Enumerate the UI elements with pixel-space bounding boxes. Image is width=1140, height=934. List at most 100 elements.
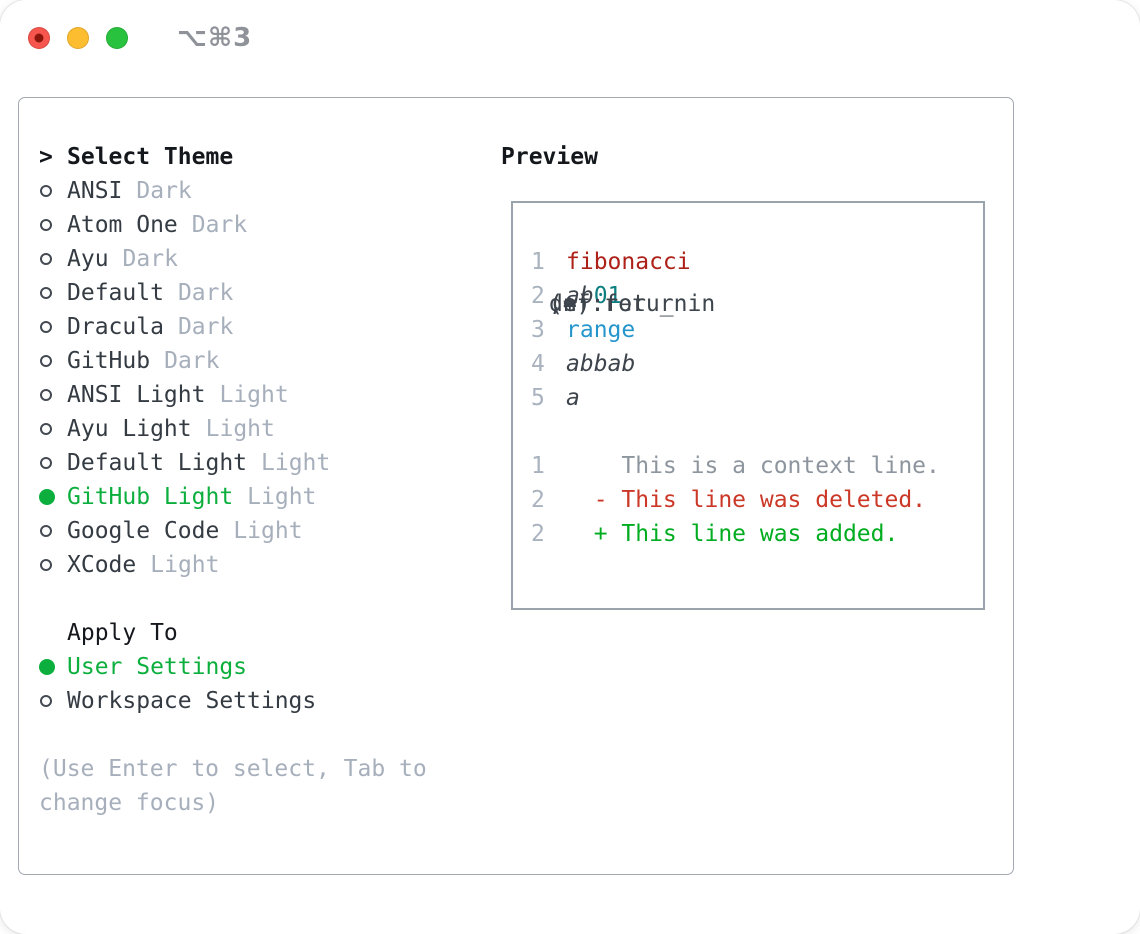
radio-unselected-icon <box>40 423 52 435</box>
apply-to-option-label: Workspace Settings <box>67 688 317 714</box>
line-number: 2 <box>531 487 545 513</box>
code-token-code: (n): <box>549 291 605 317</box>
keyboard-hint: (Use Enter to select, Tab to change focu… <box>39 752 427 820</box>
code-token-var: a <box>566 351 580 377</box>
code-token-code: , <box>549 291 577 317</box>
radio-unselected-icon <box>40 525 52 537</box>
radio-unselected-icon <box>40 559 52 571</box>
code-token-code: = <box>549 291 591 317</box>
radio-unselected-icon <box>40 287 52 299</box>
line-number: 5 <box>531 385 545 411</box>
code-token-code: def <box>549 291 605 317</box>
code-token-var: b <box>579 283 594 309</box>
theme-option[interactable]: ANSI Light Light <box>39 378 427 412</box>
theme-option-variant: Light <box>219 382 289 408</box>
theme-option[interactable]: Ayu Light Light <box>39 412 427 446</box>
theme-option-label: XCode <box>67 552 137 578</box>
apply-to-heading-label: Apply To <box>67 620 178 646</box>
spacer <box>39 718 427 752</box>
spacer <box>39 582 427 616</box>
theme-option-label: Google Code <box>67 518 220 544</box>
theme-option[interactable]: ANSI Dark <box>39 174 427 208</box>
theme-option-variant: Light <box>150 552 220 578</box>
apply-to-option[interactable]: User Settings <box>39 650 427 684</box>
code-token-var: a <box>566 283 580 309</box>
theme-option-label: ANSI Light <box>67 382 206 408</box>
code-line: 5 return a <box>531 291 940 415</box>
select-theme-heading: > Select Theme <box>39 140 427 174</box>
theme-option-label: Default Light <box>67 450 248 476</box>
theme-option-label: Ayu <box>67 246 109 272</box>
theme-option-variant: Dark <box>136 178 192 204</box>
code-token-builtin: range <box>566 317 636 343</box>
code-token-num: 1 <box>607 283 622 309</box>
radio-selected-icon <box>39 489 55 505</box>
titlebar: ⌥⌘3 <box>28 23 253 53</box>
theme-option-variant: Dark <box>122 246 178 272</box>
line-number: 4 <box>531 351 545 377</box>
theme-option-variant: Light <box>233 518 303 544</box>
theme-option[interactable]: Dracula Dark <box>39 310 427 344</box>
code-token-var: b <box>621 351 636 377</box>
theme-option-variant: Light <box>247 484 317 510</box>
keyboard-hint-line: (Use Enter to select, Tab to <box>39 756 427 782</box>
radio-unselected-icon <box>40 355 52 367</box>
code-line: 2 - This line was deleted. <box>531 483 940 517</box>
code-line: 1 This is a context line. <box>531 449 940 483</box>
theme-option-variant: Dark <box>177 314 234 340</box>
code-line: 3 for _ in range(n): <box>531 291 940 347</box>
minimize-button[interactable] <box>67 27 89 49</box>
theme-option-label: Default <box>67 280 164 306</box>
code-token-code: + <box>549 291 591 317</box>
line-number: 1 <box>531 453 545 479</box>
theme-option-variant: Light <box>205 416 275 442</box>
zoom-button[interactable] <box>106 27 128 49</box>
cursor-prompt-icon: > <box>39 144 53 170</box>
code-token-code: return <box>549 291 702 317</box>
apply-to-option[interactable]: Workspace Settings <box>39 684 427 718</box>
theme-option-label: Dracula <box>67 314 164 340</box>
line-number: 2 <box>531 521 545 547</box>
theme-option-label: ANSI <box>67 178 123 204</box>
radio-unselected-icon <box>40 253 52 265</box>
code-token-code: , <box>549 291 577 317</box>
theme-option[interactable]: Google Code Light <box>39 514 427 548</box>
radio-unselected-icon <box>40 389 52 401</box>
select-theme-heading-label: Select Theme <box>67 144 234 170</box>
theme-option-label: GitHub <box>67 348 151 374</box>
theme-option[interactable]: Ayu Dark <box>39 242 427 276</box>
code-token-var: b <box>593 351 608 377</box>
theme-option-label: Ayu Light <box>67 416 192 442</box>
theme-option[interactable]: GitHub Light Light <box>39 480 427 514</box>
code-token-context: This is a context line. <box>566 453 940 479</box>
code-token-code: , <box>549 291 577 317</box>
radio-unselected-icon <box>40 185 52 197</box>
close-button[interactable] <box>28 27 50 49</box>
code-token-code: , <box>549 291 577 317</box>
radio-unselected-icon <box>40 321 52 333</box>
code-line: 4 a, b = b, a + b <box>531 291 940 381</box>
theme-option-label: Atom One <box>67 212 178 238</box>
code-line <box>531 415 940 449</box>
theme-option-label: GitHub Light <box>67 484 234 510</box>
theme-option[interactable]: XCode Light <box>39 548 427 582</box>
window-title: ⌥⌘3 <box>177 23 253 53</box>
code-token-var: a <box>566 385 580 411</box>
code-token-deleted: - This line was deleted. <box>566 487 927 513</box>
line-number: 2 <box>531 283 545 309</box>
line-number: 1 <box>531 249 545 275</box>
code-token-var: a <box>607 351 622 377</box>
code-token-var: b <box>579 351 594 377</box>
code-token-code: for _ in <box>549 291 730 317</box>
line-number: 3 <box>531 317 545 343</box>
